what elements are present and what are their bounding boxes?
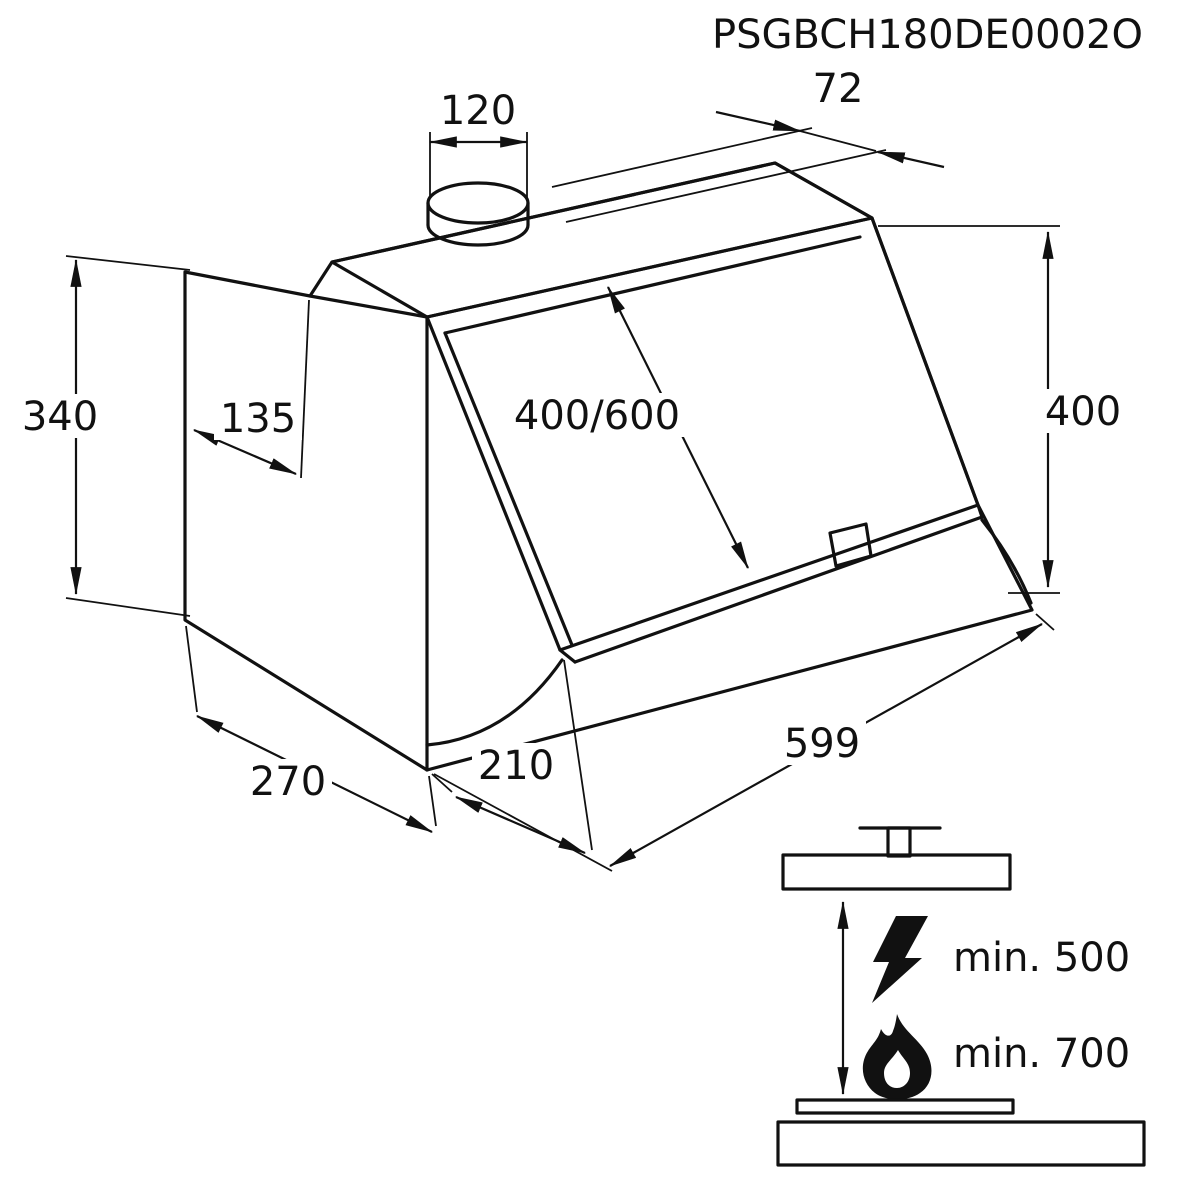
top-step-edge (308, 294, 429, 319)
extension-line (65, 255, 191, 271)
extension-line (563, 659, 593, 851)
product-code: PSGBCH180DE0002O (712, 12, 1143, 58)
extension-line (1035, 613, 1055, 631)
extension-line (65, 597, 191, 617)
dimension-120-duct (428, 132, 529, 200)
hood-top-face (330, 161, 874, 319)
extension-line (185, 625, 198, 713)
cabinet-depth-label: 270 (250, 759, 326, 805)
top-depth-label: 72 (813, 66, 864, 112)
extension-line (300, 299, 310, 479)
top-section-depth-label: 135 (220, 396, 296, 442)
dimension-72-top-depth (551, 110, 945, 223)
label-backgrounds (16, 389, 1127, 803)
hood-symbol-tab (886, 826, 912, 858)
visor-depth-label: 210 (478, 743, 554, 789)
hood-symbol-body (781, 853, 1012, 891)
lightning-icon (872, 916, 928, 1003)
extension-line (431, 773, 453, 793)
dimension-135-top-section (192, 299, 310, 479)
extension-line (551, 127, 813, 188)
duct-bottom-arc (426, 223, 530, 247)
dimension-arrow (454, 795, 587, 855)
rail-connector-left (558, 648, 577, 664)
duct-top-ellipse (426, 181, 530, 225)
dimension-arrow (876, 150, 945, 169)
dimension-line (799, 130, 877, 152)
hood-isometric-body (183, 161, 1034, 772)
overall-width-label: 599 (784, 721, 860, 767)
extension-line (565, 149, 887, 223)
panel-inner-left-line (443, 331, 574, 647)
duct-outlet (426, 181, 530, 247)
gas-clearance-label: min. 700 (953, 1031, 1130, 1077)
front-height-label: 400 (1045, 389, 1121, 435)
hob-surface (795, 1098, 1015, 1115)
electric-clearance-label: min. 500 (953, 935, 1130, 981)
rail-connector-right (976, 503, 984, 519)
rear-height-label: 340 (22, 394, 98, 440)
hood-silhouette (183, 161, 1034, 772)
dimension-arrow (715, 110, 802, 133)
handle-tab (828, 522, 873, 568)
labels: PSGBCH180DE0002O 120 72 340 135 400/600 … (22, 12, 1143, 1077)
duct-diameter-label: 120 (440, 88, 516, 134)
bottom-curve-left (425, 658, 564, 747)
flame-icon (862, 1014, 932, 1100)
dimension-400-front-height (878, 225, 1060, 594)
flame-inner (884, 1050, 910, 1088)
panel-inner-top-line (443, 235, 862, 335)
extension-line (433, 773, 613, 872)
extension-line (428, 775, 437, 827)
counter-symbol (776, 1120, 1146, 1167)
bottom-curve-right (980, 518, 1033, 605)
hood-width-range-label: 400/600 (514, 393, 680, 439)
clearance-diagram (776, 826, 1146, 1167)
dimension-arrow (192, 428, 298, 476)
